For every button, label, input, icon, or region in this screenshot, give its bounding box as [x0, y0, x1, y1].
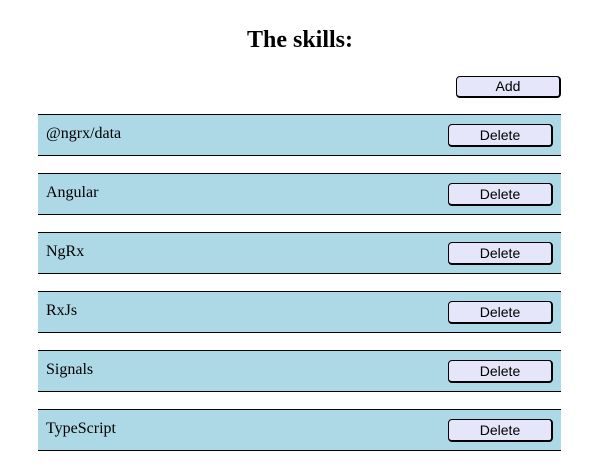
skill-row: TypeScript Delete — [38, 409, 561, 451]
skill-name: RxJs — [46, 302, 78, 319]
skill-name: NgRx — [46, 243, 85, 260]
skill-list: @ngrx/data Delete Angular Delete NgRx De… — [38, 114, 561, 468]
skill-name: TypeScript — [46, 420, 116, 437]
delete-skill-button[interactable]: Delete — [448, 301, 553, 324]
delete-skill-button[interactable]: Delete — [448, 360, 553, 383]
page-title: The skills: — [246, 27, 354, 53]
skill-name: Angular — [46, 184, 99, 201]
delete-skill-button[interactable]: Delete — [448, 183, 553, 206]
delete-skill-button[interactable]: Delete — [448, 124, 553, 147]
delete-skill-button[interactable]: Delete — [448, 419, 553, 442]
skill-name: Signals — [46, 361, 94, 378]
skill-row: NgRx Delete — [38, 232, 561, 274]
add-skill-button[interactable]: Add — [456, 76, 561, 98]
skill-name: @ngrx/data — [46, 125, 122, 142]
skill-row: Angular Delete — [38, 173, 561, 215]
delete-skill-button[interactable]: Delete — [448, 242, 553, 265]
skill-row: Signals Delete — [38, 350, 561, 392]
skill-row: RxJs Delete — [38, 291, 561, 333]
skill-row: @ngrx/data Delete — [38, 114, 561, 156]
